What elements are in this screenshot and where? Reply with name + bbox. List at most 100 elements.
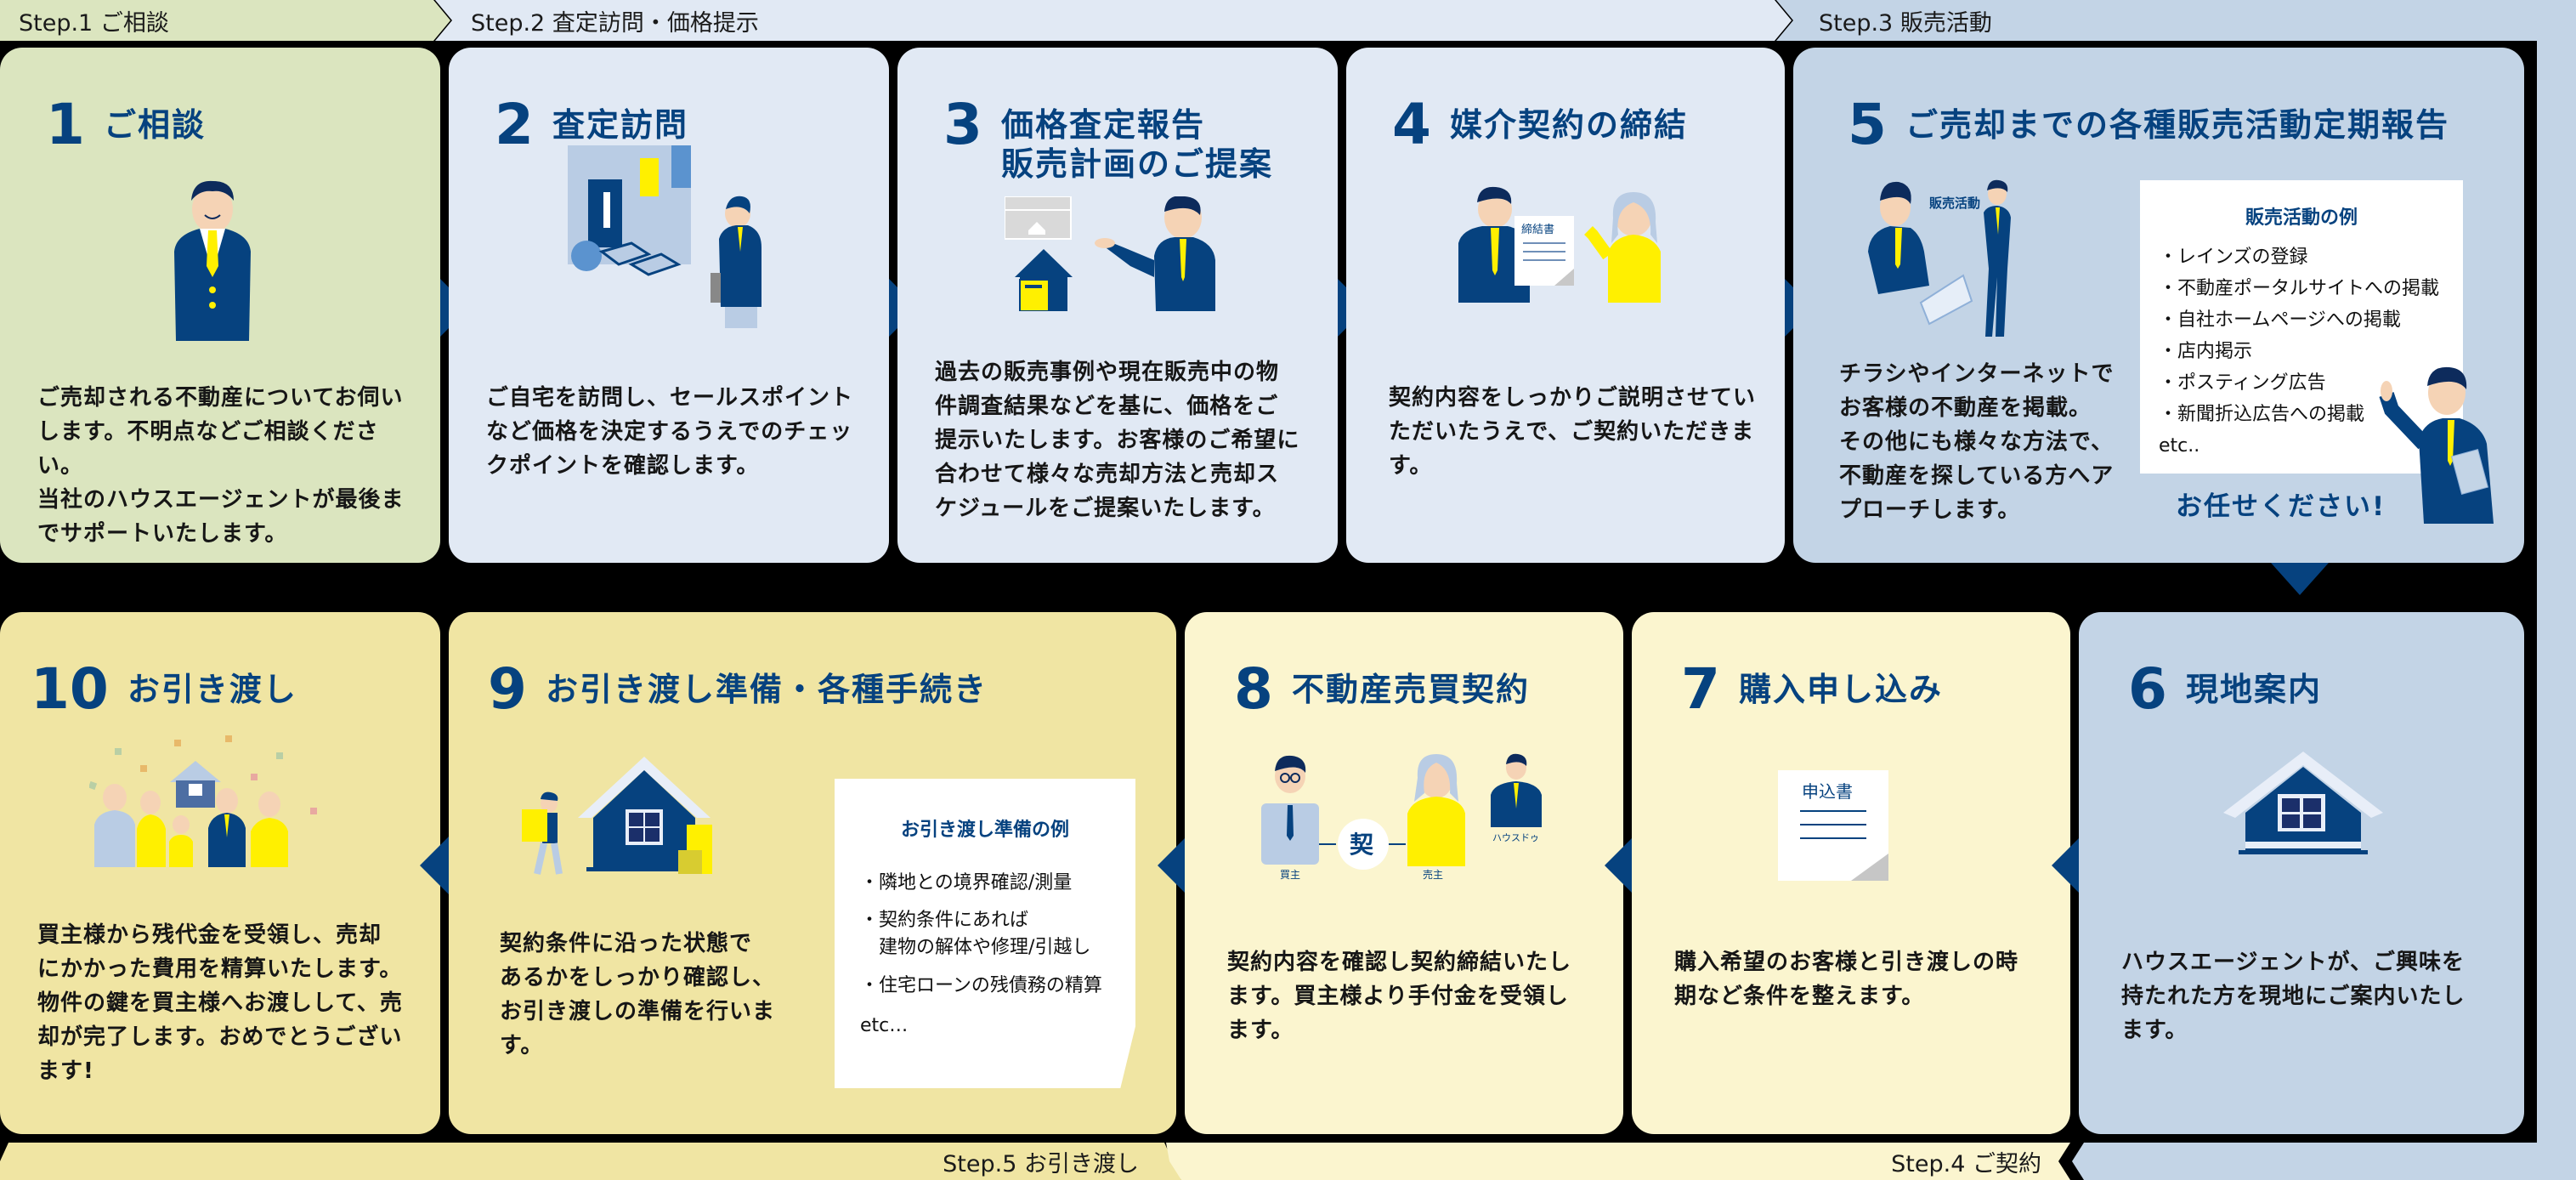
step-band-2-label: Step.2 査定訪問・価格提示 <box>471 9 759 37</box>
arrow-left-icon <box>2052 837 2081 894</box>
step-band-3-bottom <box>2072 1143 2576 1180</box>
card-title: 1 ご相談 <box>46 97 206 153</box>
step-card-5: 5 ご売却までの各種販売活動定期報告 販売活動 チラシやインターネットで お客様… <box>1793 48 2524 563</box>
desc-line: にかかった費用を精算いたします。 <box>37 956 403 982</box>
step-band-3-label: Step.3 販売活動 <box>1819 9 1992 37</box>
desc-line: 却が完了します。おめでとうござい <box>37 1024 403 1050</box>
desc-line: 契約内容を確認し契約締結いたし <box>1227 950 1572 975</box>
step-number: 7 <box>1681 656 1720 722</box>
step-description: チラシやインターネットで お客様の不動産を掲載。 その他にも様々な方法で、 不動… <box>1839 357 2145 527</box>
step-description: ご自宅を訪問し、セールスポイント など価格を決定するうえでのチェッ クポイントを… <box>486 381 860 483</box>
desc-line: ただいたうえで、ご契約いただきます。 <box>1389 419 1755 479</box>
step-number: 10 <box>31 656 109 722</box>
card-title: 6 現地案内 <box>2128 661 2322 718</box>
example-item: ・ポスティング広告 <box>2159 372 2326 394</box>
example-item: ・店内掲示 <box>2159 341 2253 362</box>
step-band-2: Step.2 査定訪問・価格提示 <box>435 0 1792 41</box>
step-band-1: Step.1 ご相談 <box>0 0 450 41</box>
example-item: ・隣地との境界確認/測量 <box>860 872 1073 894</box>
family-handover-illustration-icon <box>89 735 317 867</box>
step-band-3: Step.3 販売活動 <box>1776 0 2576 41</box>
handover-prep-illustration-icon <box>522 757 712 875</box>
example-item: etc… <box>860 1015 909 1036</box>
desc-line: ケジュールをご提案いたします。 <box>935 496 1276 521</box>
desc-line: お引き渡しの準備を行いま <box>500 999 776 1024</box>
step-title: ご相談 <box>103 106 206 144</box>
card-title: 7 購入申し込み <box>1681 661 1943 718</box>
desc-line: ます! <box>37 1058 94 1084</box>
desc-line: 購入希望のお客様と引き渡しの時 <box>1674 950 2019 975</box>
step-title: ご売却までの各種販売活動定期報告 <box>1905 106 2449 144</box>
contract-seal: 契 <box>1350 831 1374 859</box>
step-title: お引き渡し <box>127 671 297 708</box>
contract-signing-illustration-icon: 締結書 <box>1458 186 1661 303</box>
sales-activity-illustration-icon: 販売活動 <box>1868 179 2011 337</box>
desc-line: 契約条件に沿った状態で <box>500 931 753 956</box>
desc-line: 件調査結果などを基に、価格をご <box>935 394 1279 419</box>
cta-text: お任せください! <box>2176 491 2386 522</box>
card-title: 10 お引き渡し <box>31 661 297 718</box>
card-title: 5 ご売却までの各種販売活動定期報告 <box>1848 97 2449 153</box>
step-number: 2 <box>495 92 534 157</box>
agent-pointing-illustration-icon <box>2379 366 2494 524</box>
desc-line: 買主様から残代金を受領し、売却 <box>37 922 382 948</box>
step-number: 3 <box>943 92 982 157</box>
desc-line: 過去の販売事例や現在販売中の物 <box>935 360 1280 385</box>
step-number: 5 <box>1848 92 1887 157</box>
desc-line: 持たれた方を現地にご案内いたし <box>2121 984 2466 1009</box>
price-proposal-illustration-icon <box>1005 196 1215 311</box>
step-band-5: Step.5 お引き渡し <box>0 1143 1181 1180</box>
agent-illustration-icon <box>174 180 251 341</box>
step-title: 購入申し込み <box>1738 671 1943 708</box>
buyer-label: 買主 <box>1280 869 1300 880</box>
house-visit-illustration-icon <box>568 145 761 328</box>
step-card-8: 8 不動産売買契約 買主 契 売主 ハウスドゥ 契約内容を確認し契約締結いたし … <box>1185 612 1623 1134</box>
step-description: 契約内容を確認し契約締結いたし ます。買主様より手付金を受領し ます。 <box>1227 945 1601 1047</box>
step-title: 不動産売買契約 <box>1291 671 1530 708</box>
examples-title: お引き渡し準備の例 <box>900 820 1069 841</box>
desc-line: あるかをしっかり確認し、 <box>500 965 776 990</box>
desc-line: ご自宅を訪問し、セールスポイント <box>486 385 854 411</box>
handover-examples-box: お引き渡し準備の例 ・隣地との境界確認/測量 ・契約条件にあれば 建物の解体や修… <box>835 779 1135 1088</box>
step-title: 現地案内 <box>2185 671 2322 708</box>
step-card-10: 10 お引き渡し 買主様から残代金を受領し、売却 にかかった費用を精算いたします… <box>0 612 440 1134</box>
arrow-left-icon <box>420 837 449 894</box>
desc-line: など価格を決定するうえでのチェッ <box>486 419 853 445</box>
seller-label: 売主 <box>1423 868 1443 880</box>
desc-line: ます。買主様より手付金を受領し <box>1227 984 1569 1009</box>
examples-title: 販売活動の例 <box>2245 207 2358 229</box>
example-item: ・新聞折込広告への掲載 <box>2159 404 2365 425</box>
desc-line: お客様の不動産を掲載。 <box>1839 395 2092 421</box>
desc-line: ハウスエージェントが、ご興味を <box>2121 950 2465 975</box>
example-item: ・契約条件にあれば <box>860 910 1029 931</box>
desc-line: でサポートいたします。 <box>37 521 288 547</box>
desc-line: ご売却される不動産についてお伺い <box>37 385 404 411</box>
card-title: 9 お引き渡し準備・各種手続き <box>488 661 988 718</box>
desc-line: す。 <box>500 1033 544 1058</box>
desc-line: 合わせて様々な売却方法と売却ス <box>935 462 1280 487</box>
desc-line: 期など条件を整えます。 <box>1674 984 1925 1009</box>
step-title: 媒介契約の締結 <box>1449 106 1688 144</box>
application-form-icon: 申込書 <box>1778 770 1888 881</box>
step-description: 契約内容をしっかりご説明させてい ただいたうえで、ご契約いただきます。 <box>1389 381 1763 483</box>
example-item: etc.. <box>2159 435 2200 457</box>
step-description: 契約条件に沿った状態で あるかをしっかり確認し、 お引き渡しの準備を行いま す。 <box>500 927 806 1063</box>
desc-line: ます。 <box>1227 1018 1294 1043</box>
step-title: 査定訪問 <box>552 106 688 144</box>
doc-label: 締結書 <box>1521 223 1554 236</box>
example-item: ・レインズの登録 <box>2159 247 2308 268</box>
step-number: 6 <box>2128 656 2167 722</box>
card-title: 4 媒介契約の締結 <box>1392 97 1688 153</box>
step-title: 価格査定報告 販売計画のご提案 <box>1001 105 1273 184</box>
step3-side-strip <box>2537 0 2576 1180</box>
step-number: 8 <box>1234 656 1273 722</box>
step-number: 9 <box>488 656 527 722</box>
card-title: 3 価格査定報告 販売計画のご提案 <box>943 97 1273 184</box>
desc-line: 提示いたします。お客様のご希望に <box>935 428 1300 453</box>
desc-line: 当社のハウスエージェントが最後ま <box>37 487 405 513</box>
example-item: ・自社ホームページへの掲載 <box>2159 309 2401 331</box>
step-band-5-label: Step.5 お引き渡し <box>943 1150 1139 1177</box>
step-description: 買主様から残代金を受領し、売却 にかかった費用を精算いたします。 物件の鍵を買主… <box>37 918 420 1088</box>
step-description: 過去の販売事例や現在販売中の物 件調査結果などを基に、価格をご 提示いたします。… <box>935 355 1317 525</box>
step-title: お引き渡し準備・各種手続き <box>545 671 988 708</box>
